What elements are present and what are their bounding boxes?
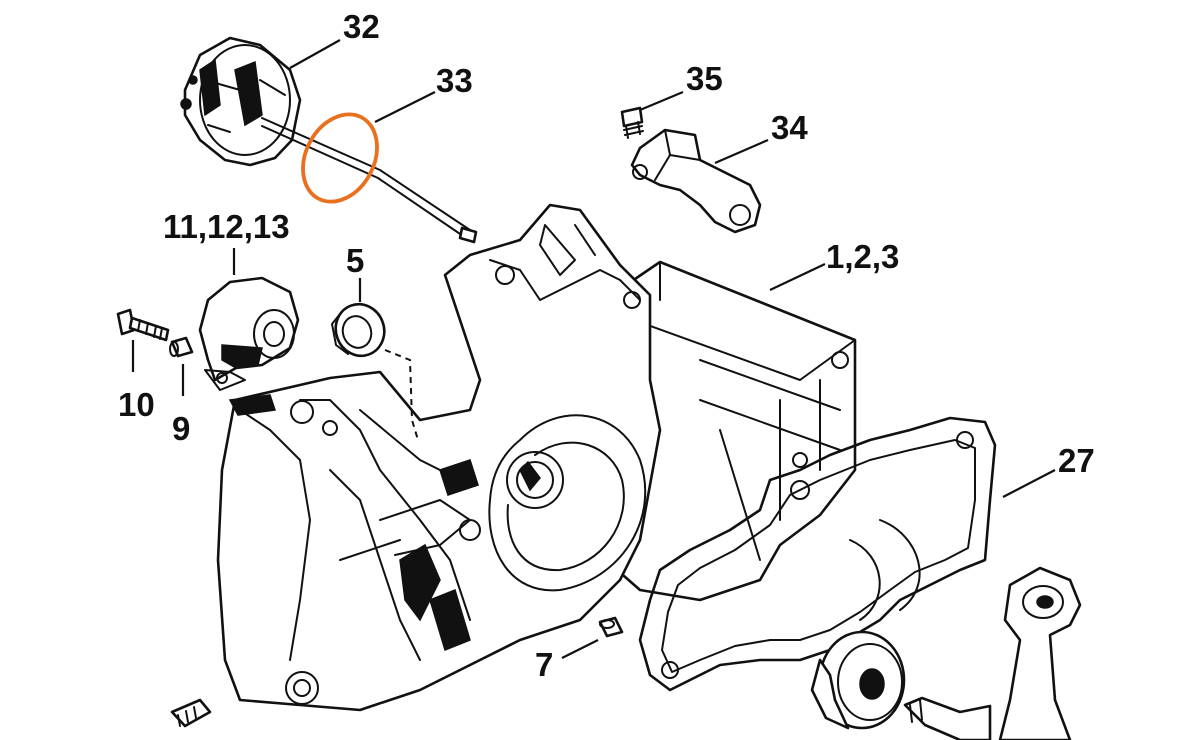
callout-7: 7	[535, 646, 553, 683]
fitting	[170, 698, 212, 728]
callout-5: 5	[346, 242, 364, 279]
callout-10: 10	[118, 386, 155, 423]
crankcase	[216, 203, 857, 712]
callout-9: 9	[172, 410, 190, 447]
ball-bearing	[810, 630, 906, 730]
oil-seal	[331, 302, 386, 358]
screw	[620, 106, 644, 139]
callout-1-2-3: 1,2,3	[826, 238, 899, 275]
cover	[198, 276, 300, 391]
callout-32: 32	[343, 8, 380, 45]
bracket	[630, 128, 762, 234]
callout-35: 35	[686, 60, 723, 97]
starter-pawl-assembly	[180, 36, 478, 244]
crankshaft	[903, 566, 1082, 740]
sleeve	[169, 336, 194, 358]
callout-labels: 32 33 35 34 11,12,13 5 1,2,3 10 9 27 7	[118, 8, 1095, 683]
callout-11-12-13: 11,12,13	[163, 208, 290, 245]
o-ring	[301, 112, 379, 204]
dowel-pin	[598, 616, 624, 638]
callout-34: 34	[771, 109, 808, 146]
callout-33: 33	[436, 62, 473, 99]
bolt	[116, 308, 170, 342]
callout-27: 27	[1058, 442, 1095, 479]
leader-lines	[131, 39, 1056, 659]
